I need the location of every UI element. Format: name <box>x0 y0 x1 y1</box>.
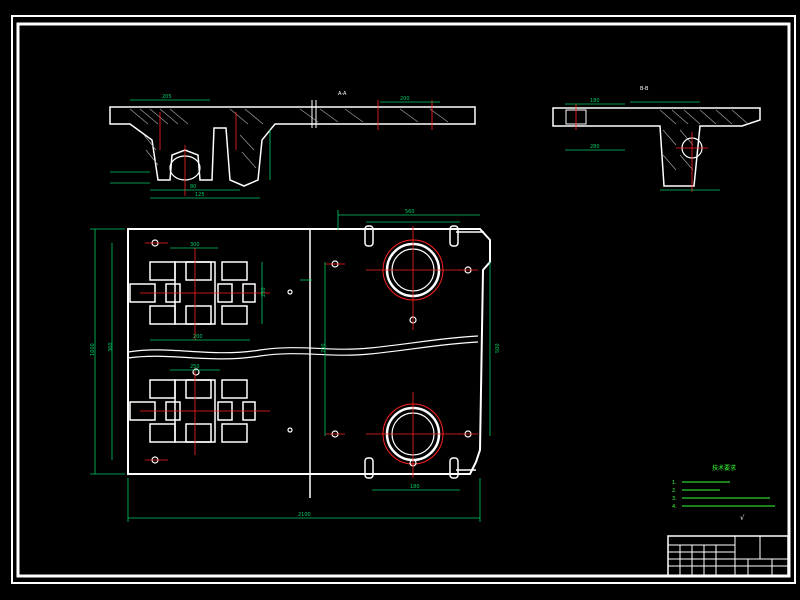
notes-item-4: 4. <box>672 504 677 510</box>
plan-right-height: 500 <box>495 343 501 353</box>
side-section-outline <box>552 107 761 187</box>
sheet-inner-border <box>16 22 791 578</box>
side-section-view: B-B 180 280 <box>552 86 761 192</box>
front-dimensions <box>110 99 440 199</box>
front-centerlines <box>159 100 433 196</box>
side-dim-2: 280 <box>590 144 600 150</box>
plan-dim-3: 250 <box>190 364 200 370</box>
notes-items: 1. 2. 3. 4. <box>672 480 677 510</box>
plan-dim-4: 700 <box>321 343 327 353</box>
front-dim-3: 125 <box>195 192 205 198</box>
plan-break-curve <box>127 335 479 354</box>
plan-bottom-dim: 180 <box>410 484 420 490</box>
front-dim-2: 80 <box>190 184 196 190</box>
roughness-symbol: √ <box>740 514 745 522</box>
front-section-outline <box>109 106 476 187</box>
plan-dim-1: 300 <box>190 242 200 248</box>
notes-item-1: 1. <box>672 480 677 486</box>
plan-right-width: 560 <box>405 209 415 215</box>
side-section-label: B-B <box>640 86 649 92</box>
plan-dim-2: 200 <box>193 334 203 340</box>
plan-overall-width: 1600 <box>90 343 96 356</box>
technical-notes: 技术要求 1. 2. 3. 4. √ <box>672 464 775 522</box>
notes-item-3: 3. <box>672 496 677 502</box>
title-block <box>667 535 789 577</box>
front-section-view: A-A 205 80 125 200 <box>109 91 476 199</box>
notes-item-2: 2. <box>672 488 677 494</box>
plan-dim-5: 250 <box>261 287 267 297</box>
front-section-label: A-A <box>338 91 347 97</box>
side-dim-1: 180 <box>590 98 600 104</box>
plan-outline <box>127 228 491 475</box>
plan-dimensions <box>90 210 491 522</box>
side-section-hatch <box>659 109 749 171</box>
side-dimensions <box>565 101 720 191</box>
plan-centerlines <box>140 226 478 478</box>
plan-view: 2100 1600 560 500 180 300 200 250 700 25… <box>90 209 501 522</box>
plan-dim-6: 360 <box>108 342 114 352</box>
bolt-slots <box>364 225 484 479</box>
sheet-outer-border <box>11 15 796 584</box>
front-dim-4: 200 <box>400 96 410 102</box>
front-section-hatch <box>129 108 449 169</box>
plan-break-curve-2 <box>127 341 479 360</box>
front-dim-1: 205 <box>162 94 172 100</box>
notes-lines <box>682 481 775 507</box>
notes-title: 技术要求 <box>712 464 736 472</box>
side-centerlines <box>575 104 708 192</box>
plan-overall-length: 2100 <box>298 512 311 518</box>
small-holes <box>151 239 472 467</box>
